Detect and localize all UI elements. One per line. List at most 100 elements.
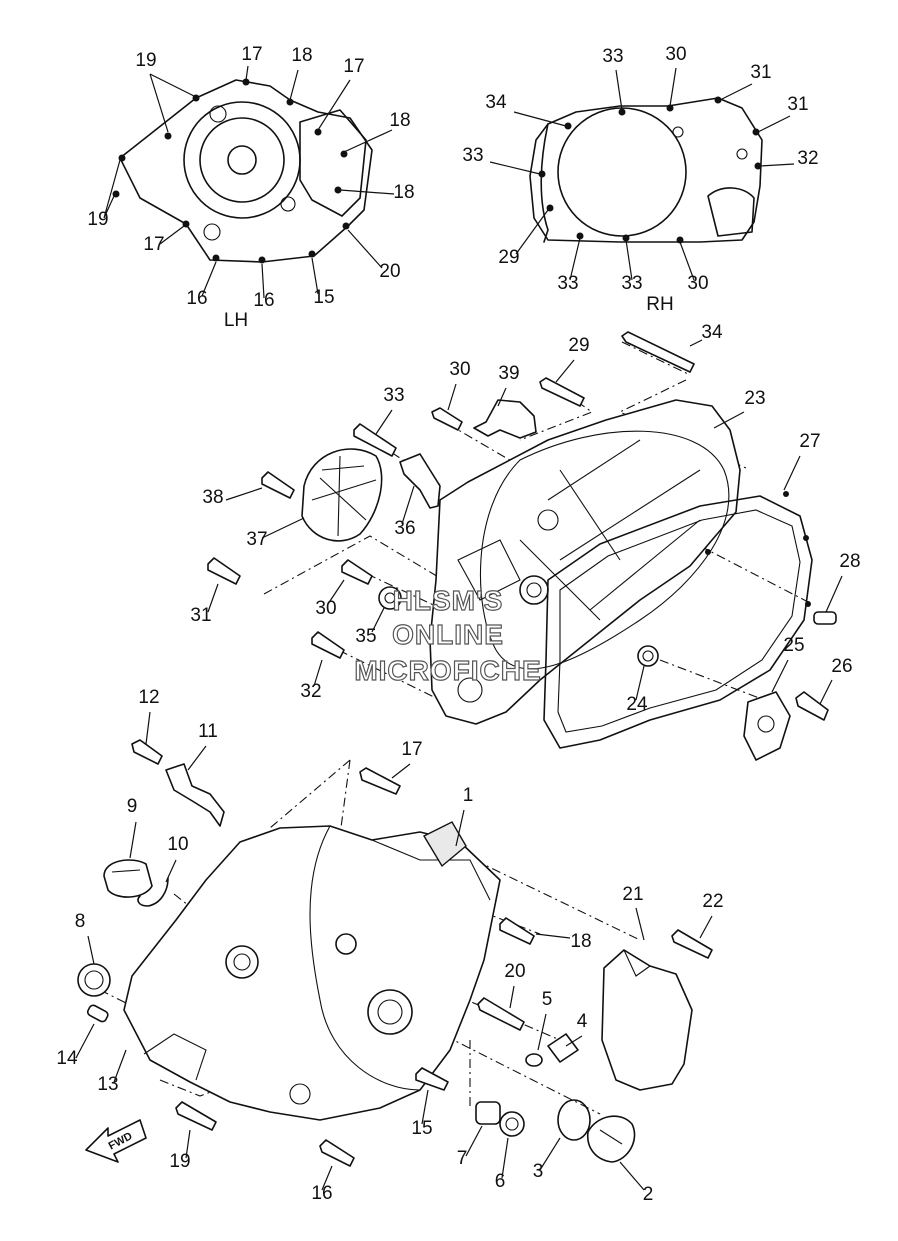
- callout-15: 15: [411, 1118, 432, 1139]
- callout-30: 30: [449, 359, 470, 380]
- callout-19: 19: [87, 209, 108, 230]
- callout-17: 17: [143, 234, 164, 255]
- callout-22: 22: [702, 891, 723, 912]
- callout-28: 28: [839, 551, 860, 572]
- callout-34: 34: [485, 92, 507, 113]
- hose-clamp-36: [399, 453, 441, 509]
- callout-12: 12: [138, 687, 159, 708]
- callout-17: 17: [343, 56, 364, 77]
- callout-21: 21: [622, 884, 643, 905]
- o-ring-10: [137, 877, 169, 907]
- callout-20: 20: [379, 261, 400, 282]
- exploded-leader-lines: [75, 339, 843, 1191]
- callout-33: 33: [383, 385, 404, 406]
- callout-16: 16: [186, 288, 207, 309]
- callout-31: 31: [787, 94, 808, 115]
- callout-18: 18: [570, 931, 591, 952]
- callout-18: 18: [393, 182, 414, 203]
- watermark-line-1: HLSM'S: [393, 585, 504, 616]
- callout-2: 2: [643, 1184, 654, 1205]
- callout-11: 11: [198, 721, 218, 742]
- rh-cover-outline-view: [529, 97, 763, 243]
- callout-31: 31: [750, 62, 771, 83]
- callout-37: 37: [246, 529, 267, 550]
- callout-30: 30: [315, 598, 336, 619]
- callout-35: 35: [355, 626, 376, 647]
- callout-33: 33: [621, 273, 642, 294]
- callout-33: 33: [462, 145, 483, 166]
- collar-7: [475, 1101, 501, 1125]
- oil-filler-cap-9: [103, 859, 153, 898]
- callout-36: 36: [394, 518, 415, 539]
- plug-4: [547, 1033, 579, 1063]
- lh-bolt-dots: [112, 78, 350, 264]
- gasket-27: [543, 495, 813, 749]
- callout-14: 14: [56, 1048, 78, 1069]
- callout-13: 13: [97, 1074, 118, 1095]
- callout-16: 16: [311, 1183, 332, 1204]
- callout-16: 16: [253, 290, 274, 311]
- fwd-arrow-icon: FWD: [85, 1119, 147, 1163]
- crankcase-cover-lh: [123, 821, 501, 1121]
- callout-18: 18: [389, 110, 410, 131]
- bolts: [131, 331, 829, 1167]
- callout-15: 15: [313, 287, 334, 308]
- crankcase-cover-rh: [429, 399, 741, 725]
- callout-23: 23: [744, 388, 765, 409]
- oil-pump-cover-37: [301, 448, 383, 542]
- callout-19: 19: [135, 50, 156, 71]
- callout-29: 29: [568, 335, 589, 356]
- seal-6: [499, 1111, 525, 1137]
- lh-leader-lines: [103, 65, 395, 299]
- lh-cover-outline-view: [119, 79, 373, 263]
- callout-32: 32: [300, 681, 321, 702]
- callout-30: 30: [687, 273, 708, 294]
- watermark-line-3: MICROFICHE: [354, 655, 541, 686]
- callout-18: 18: [291, 45, 312, 66]
- callout-39: 39: [498, 363, 519, 384]
- callout-24: 24: [626, 694, 648, 715]
- callout-29: 29: [498, 247, 519, 268]
- callout-31: 31: [190, 605, 211, 626]
- watermark-line-2: ONLINE: [392, 619, 504, 650]
- callout-34: 34: [701, 322, 723, 343]
- callout-17: 17: [241, 44, 262, 65]
- callout-6: 6: [495, 1171, 506, 1192]
- lh-side-label: LH: [224, 310, 248, 331]
- dowel-14: [86, 1004, 109, 1023]
- callout-30: 30: [665, 44, 686, 65]
- oil-level-gauge-8: [77, 963, 111, 997]
- gasket-25-cover: [743, 691, 791, 761]
- o-ring-5: [525, 1053, 543, 1067]
- callout-38: 38: [202, 487, 223, 508]
- callout-9: 9: [127, 796, 138, 817]
- callout-19: 19: [169, 1151, 190, 1172]
- plug-2: [587, 1115, 636, 1163]
- rh-bolt-dots: [538, 96, 762, 244]
- callout-26: 26: [831, 656, 852, 677]
- callout-33: 33: [557, 273, 578, 294]
- cover-21: [601, 949, 693, 1091]
- watermark: HLSM'S ONLINE MICROFICHE: [354, 584, 542, 686]
- rh-leader-lines: [489, 67, 795, 281]
- crankcase-cover-gasket-dots: [705, 491, 811, 607]
- callout-1: 1: [463, 785, 474, 806]
- rh-side-label: RH: [646, 294, 673, 315]
- callout-27: 27: [799, 431, 820, 452]
- dowel-28: [813, 611, 837, 625]
- callout-25: 25: [783, 635, 804, 656]
- callout-17: 17: [401, 739, 422, 760]
- plug-35: [378, 586, 402, 610]
- callout-33: 33: [602, 46, 623, 67]
- callout-20: 20: [504, 961, 525, 982]
- callout-3: 3: [533, 1161, 544, 1182]
- callout-32: 32: [797, 148, 818, 169]
- callout-5: 5: [542, 989, 553, 1010]
- bracket-11: [165, 763, 225, 827]
- o-ring-3: [557, 1099, 591, 1141]
- callout-8: 8: [75, 911, 86, 932]
- callout-10: 10: [167, 834, 188, 855]
